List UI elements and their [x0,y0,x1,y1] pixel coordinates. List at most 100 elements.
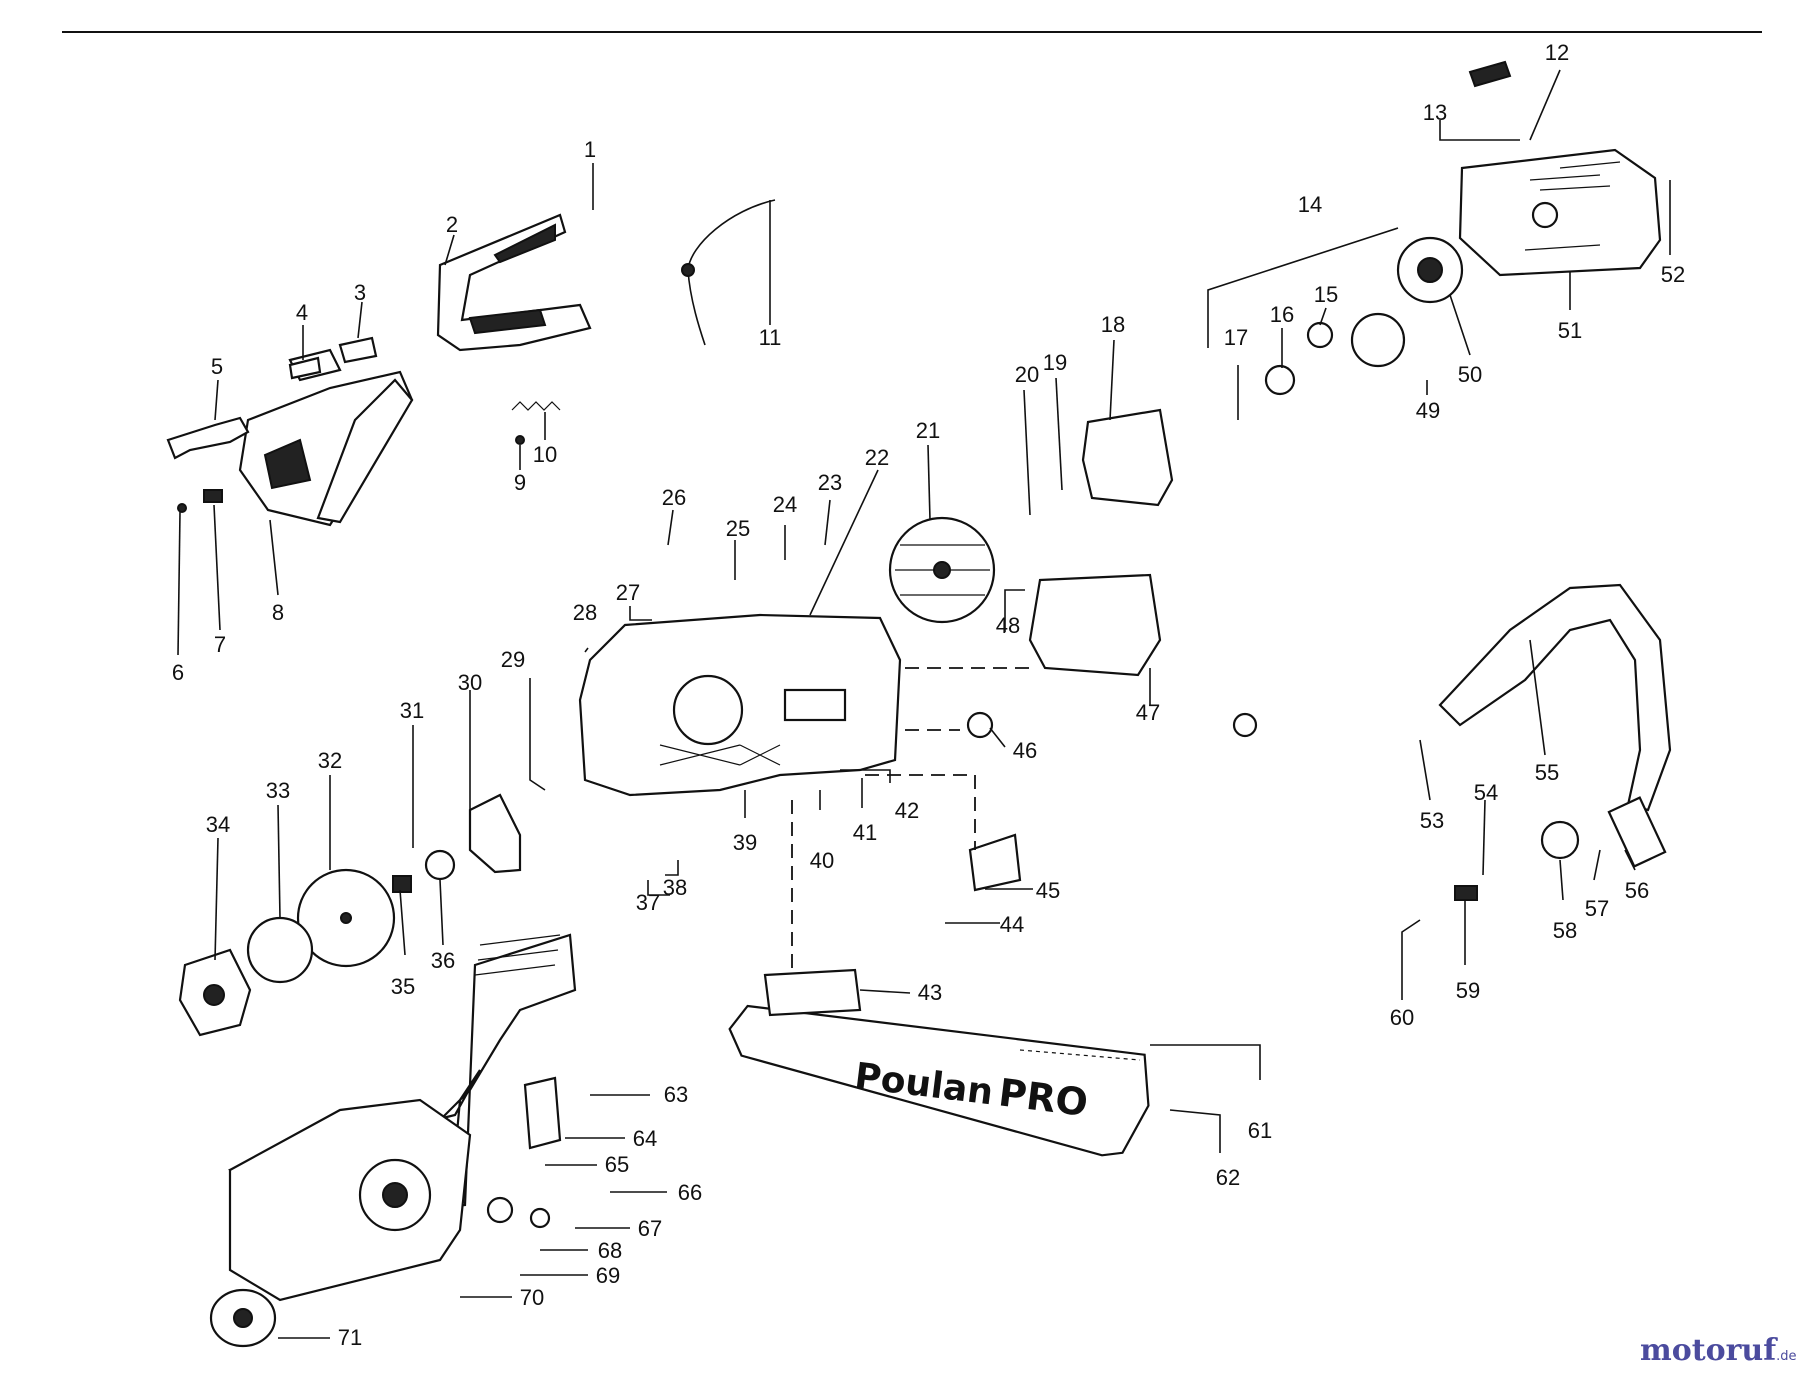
part-gear-68 [529,1207,551,1229]
leader-lines [177,69,1671,1339]
callout-63: 63 [664,1082,688,1107]
part-clutch-group [178,868,396,1037]
callout-45: 45 [1036,878,1060,903]
callout-11: 11 [759,325,782,350]
callout-16: 16 [1270,302,1294,327]
callout-7: 7 [214,632,226,657]
part-guide-bar: PoulanPRO [728,1004,1150,1157]
callout-43: 43 [918,980,942,1005]
callout-65: 65 [605,1152,629,1177]
callout-49: 49 [1416,398,1440,423]
part-flywheel [888,516,996,624]
callout-42: 42 [895,798,919,823]
part-gear-69 [486,1196,514,1224]
callout-55: 55 [1535,760,1559,785]
callout-22: 22 [865,445,889,470]
callout-27: 27 [616,580,640,605]
callout-39: 39 [733,830,757,855]
part-5 [166,416,250,460]
callout-30: 30 [458,670,482,695]
part-deflector-18 [1081,408,1174,507]
part-chain-brake-handle [436,213,592,352]
part-starter-pulley [1350,312,1406,368]
callout-12: 12 [1545,40,1569,65]
callout-57: 57 [1585,896,1609,921]
part-air-filter [209,1288,277,1348]
part-7 [203,489,223,503]
part-carburetor [523,1076,562,1150]
part-rear-handle [228,933,577,1302]
callout-64: 64 [633,1126,657,1151]
callout-29: 29 [501,647,525,672]
part-spring-10 [511,401,561,411]
callout-10: 10 [533,442,557,467]
part-45 [968,833,1022,892]
part-cable-11 [687,199,776,346]
callout-15: 15 [1314,282,1338,307]
callout-4: 4 [296,300,308,325]
callout-1: 1 [584,137,596,162]
callout-17: 17 [1224,325,1248,350]
callout-56: 56 [1625,878,1649,903]
callout-54: 54 [1474,780,1498,805]
callout-60: 60 [1390,1005,1414,1030]
part-front-handle [1438,583,1672,868]
part-56-58-mount [1232,712,1258,738]
callout-6: 6 [172,660,184,685]
part-bar-plate-43 [763,968,862,1017]
callout-37: 37 [636,890,660,915]
callout-66: 66 [678,1180,702,1205]
callout-25: 25 [726,516,750,541]
callout-51: 51 [1558,318,1582,343]
callout-14: 14 [1298,192,1322,217]
part-screw-6 [177,503,187,513]
callout-35: 35 [391,974,415,999]
callout-48: 48 [996,613,1020,638]
callout-3: 3 [354,280,366,305]
part-shroud-47 [1028,573,1162,677]
callout-19: 19 [1043,350,1067,375]
callout-53: 53 [1420,808,1444,833]
callout-61: 61 [1248,1118,1272,1143]
callout-9: 9 [514,470,526,495]
callout-47: 47 [1136,700,1160,725]
callout-2: 2 [446,212,458,237]
part-crankcase [578,613,902,797]
callout-40: 40 [810,848,834,873]
callout-24: 24 [773,492,797,517]
callout-21: 21 [916,418,940,443]
callout-numbers: 1234567891011121314151617181920212223242… [172,40,1685,1350]
callout-50: 50 [1458,362,1482,387]
part-starter-assembly [1396,60,1662,304]
callout-69: 69 [596,1263,620,1288]
part-cable-grommet [681,263,695,277]
callout-71: 71 [338,1325,362,1350]
callout-26: 26 [662,485,686,510]
callout-67: 67 [638,1216,662,1241]
callout-44: 44 [1000,912,1024,937]
callout-46: 46 [1013,738,1037,763]
callout-13: 13 [1423,100,1447,125]
callout-5: 5 [211,354,223,379]
callout-38: 38 [663,875,687,900]
part-58 [1540,820,1580,860]
part-46 [966,711,994,739]
callout-23: 23 [818,470,842,495]
callout-68: 68 [598,1238,622,1263]
part-brake-cover [238,348,414,527]
part-16 [1264,364,1296,396]
callout-62: 62 [1216,1165,1240,1190]
callout-58: 58 [1553,918,1577,943]
callout-70: 70 [520,1285,544,1310]
part-59 [1454,885,1478,901]
callout-34: 34 [206,812,230,837]
part-15 [1306,321,1334,349]
callout-20: 20 [1015,362,1039,387]
watermark-logo: motoruf.de [1640,1333,1797,1368]
callout-36: 36 [431,948,455,973]
callout-28: 28 [573,600,597,625]
part-3 [338,336,378,364]
callout-32: 32 [318,748,342,773]
callout-18: 18 [1101,312,1125,337]
